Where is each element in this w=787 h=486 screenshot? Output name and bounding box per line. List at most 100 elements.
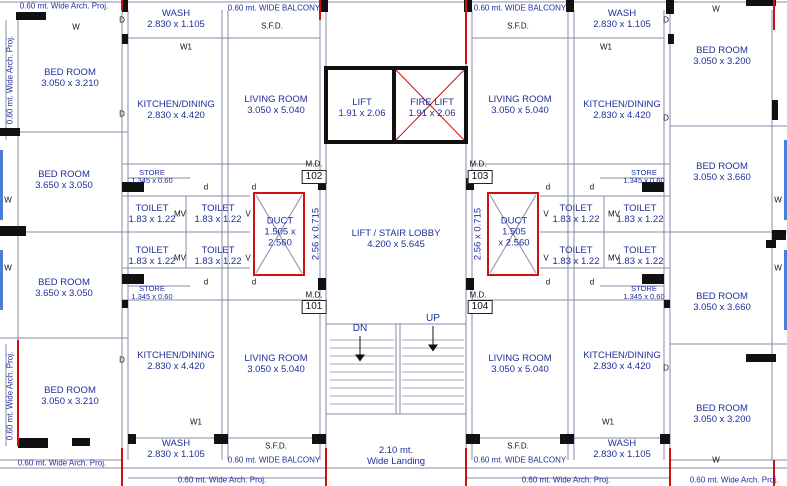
balcony-label-br: 0.60 mt. WIDE BALCONY bbox=[473, 455, 567, 465]
door-small-4: d bbox=[589, 277, 595, 287]
balcony-label-tr: 0.60 mt. WIDE BALCONY bbox=[473, 3, 567, 13]
window-label-ml1: W bbox=[4, 195, 12, 205]
w1-label-br: W1 bbox=[602, 417, 614, 427]
door-label-2: D bbox=[119, 355, 125, 365]
w1-label-tl: W1 bbox=[180, 42, 192, 52]
unit-number-102: 102 bbox=[301, 170, 327, 184]
w1-label-bl: W1 bbox=[190, 417, 202, 427]
stair-up-label: UP bbox=[426, 313, 440, 324]
sfd-label-br: S.F.D. bbox=[507, 441, 529, 451]
arch-proj-label-br: 0.60 mt. Wide Arch. Proj. bbox=[689, 475, 779, 485]
unit-number-101: 101 bbox=[301, 300, 327, 314]
door-label-1: D bbox=[119, 109, 125, 119]
sfd-label-tl: S.F.D. bbox=[261, 21, 283, 31]
duct-dim-left: 2.56 x 0.715 bbox=[310, 207, 322, 261]
wide-landing: 2.10 mt.Wide Landing bbox=[366, 445, 426, 467]
balcony-label-bl: 0.60 mt. WIDE BALCONY bbox=[227, 455, 321, 465]
md-label-103: M.D. bbox=[469, 159, 487, 169]
window-label-tr: W bbox=[712, 4, 720, 14]
stair-down-label: DN bbox=[352, 323, 368, 334]
door-label-5: D bbox=[119, 15, 125, 25]
mv-label-3: MV bbox=[608, 209, 620, 219]
door-small-1: d bbox=[203, 182, 209, 192]
arch-proj-label-left-top: 0.60 mt. Wide Arch. Proj. bbox=[5, 35, 15, 125]
mv-label-2: MV bbox=[174, 253, 186, 263]
door-label-6: D bbox=[663, 15, 669, 25]
mv-label-1: MV bbox=[174, 209, 186, 219]
v-label-2: V bbox=[245, 253, 251, 263]
v-label-1: V bbox=[245, 209, 251, 219]
arch-proj-label-bl: 0.60 mt. Wide Arch. Proj. bbox=[17, 458, 107, 468]
arch-proj-label-bottom-right: 0.60 mt. Wide Arch. Proj. bbox=[521, 475, 611, 485]
window-label-mr1: W bbox=[774, 195, 782, 205]
v-label-4: V bbox=[543, 253, 549, 263]
balcony-label-tl: 0.60 mt. WIDE BALCONY bbox=[227, 3, 321, 13]
unit-number-103: 103 bbox=[467, 170, 493, 184]
door-small-6: d bbox=[251, 277, 257, 287]
sfd-label-bl: S.F.D. bbox=[265, 441, 287, 451]
arrow-up-direction-icon bbox=[428, 344, 438, 352]
duct-dim-right: 2.56 x 0.715 bbox=[472, 207, 484, 261]
door-label-3: D bbox=[663, 113, 669, 123]
mv-label-4: MV bbox=[608, 253, 620, 263]
sfd-label-tr: S.F.D. bbox=[507, 21, 529, 31]
door-small-7: d bbox=[545, 182, 551, 192]
window-label-tl: W bbox=[72, 22, 80, 32]
door-small-2: d bbox=[203, 277, 209, 287]
md-label-101: M.D. bbox=[305, 290, 323, 300]
unit-number-104: 104 bbox=[467, 300, 493, 314]
v-label-3: V bbox=[543, 209, 549, 219]
door-label-4: D bbox=[663, 363, 669, 373]
window-label-mr2: W bbox=[774, 263, 782, 273]
window-label-br: W bbox=[712, 455, 720, 465]
arrow-down-icon bbox=[355, 354, 365, 362]
window-label-ml2: W bbox=[4, 263, 12, 273]
door-small-5: d bbox=[251, 182, 257, 192]
door-small-8: d bbox=[545, 277, 551, 287]
w1-label-tr: W1 bbox=[600, 42, 612, 52]
arch-proj-label-bottom-left: 0.60 mt. Wide Arch. Proj. bbox=[177, 475, 267, 485]
window-label-bl: W bbox=[72, 438, 80, 448]
md-label-102: M.D. bbox=[305, 159, 323, 169]
arch-proj-label-tl: 0.60 mt. Wide Arch. Proj. bbox=[19, 1, 109, 11]
arch-proj-label-left-bottom: 0.60 mt. Wide Arch. Proj. bbox=[5, 351, 15, 441]
door-small-3: d bbox=[589, 182, 595, 192]
